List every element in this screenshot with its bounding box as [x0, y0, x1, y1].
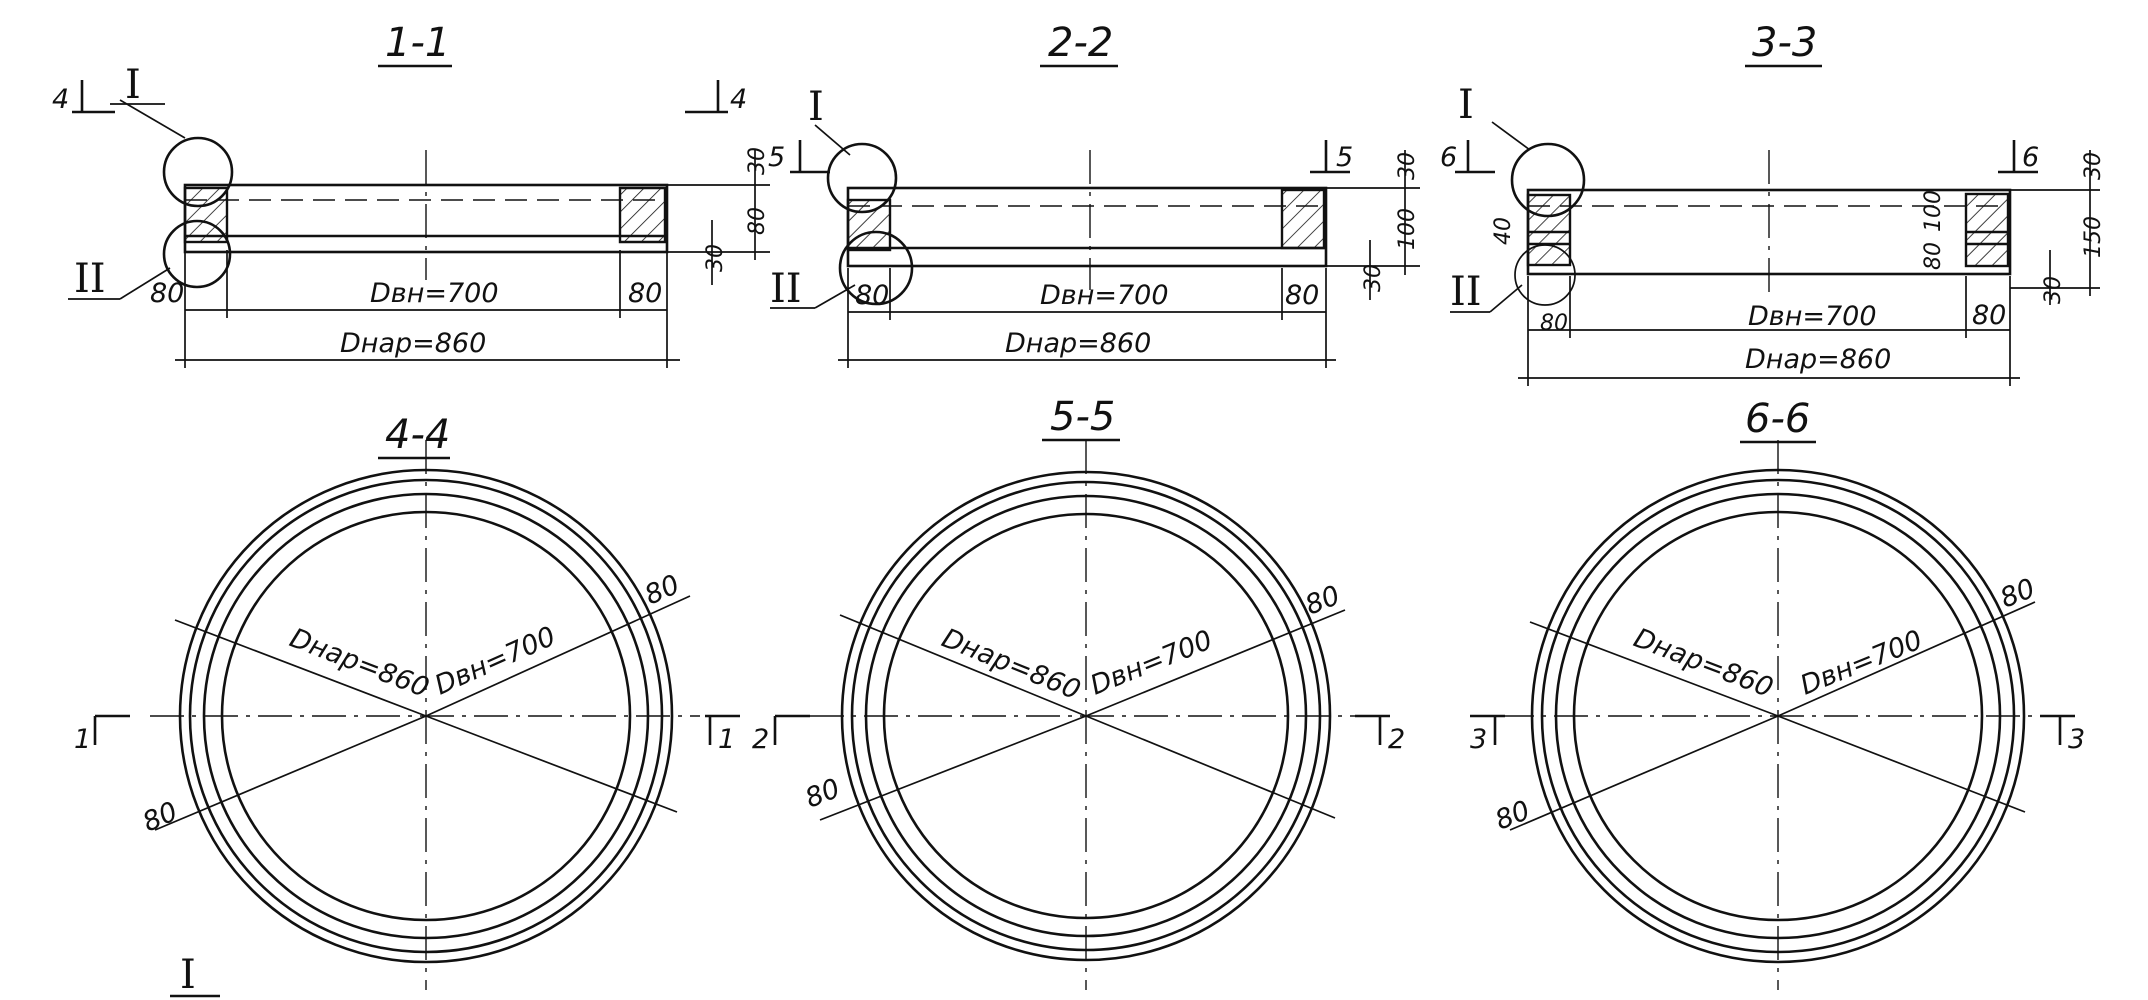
label-outer-diameter: Dнар=860	[1629, 623, 1777, 704]
dim-height-mid: 100	[1395, 208, 1420, 250]
dim-inner-diameter: Dвн=700	[370, 278, 499, 309]
callout-leader	[1489, 284, 1523, 313]
hatched-wall-right	[1964, 192, 2010, 268]
section-3-3: 3-3 I II 6 6 Dвн=700 Dнар=860 80 80	[1440, 20, 2106, 386]
callout-leader	[119, 99, 186, 139]
cut-label: 1	[718, 724, 735, 755]
dim-height-mid: 100	[1921, 190, 1946, 232]
cut-label: 3	[2068, 724, 2085, 755]
detail-circle-2	[1514, 244, 1576, 306]
cut-label: 1	[74, 724, 91, 755]
label-inner-diameter: Dвн=700	[1796, 625, 1927, 702]
diameter-line	[425, 595, 691, 717]
diameter-line	[839, 614, 1087, 717]
cut-mark-label: 5	[768, 142, 785, 173]
dim-height-bottom: 30	[2041, 276, 2066, 304]
dim-slot-height: 80	[1921, 242, 1946, 270]
plan-6-6: 6-6 Dнар=860 Dвн=700 80 80 3 3	[1470, 396, 2085, 990]
diameter-line	[1777, 601, 2036, 717]
label-wall-width: 80	[1996, 573, 2039, 615]
diameter-line	[1529, 621, 1779, 717]
detail-label: I	[180, 952, 196, 998]
callout-label: I	[808, 84, 824, 130]
dim-wall-right: 80	[1285, 280, 1319, 311]
hatched-wall-left	[846, 198, 892, 252]
diameter-line	[174, 619, 427, 717]
label-wall-width: 80	[801, 773, 844, 815]
dim-wall-left: 80	[150, 278, 184, 309]
callout-leader	[814, 124, 851, 156]
diameter-line	[1777, 715, 2026, 813]
dim-height-top: 30	[1395, 152, 1420, 180]
label-outer-diameter: Dнар=860	[285, 623, 433, 704]
plan-4-4: 4-4 Dнар=860 Dвн=700 80 80 1 1	[74, 412, 740, 990]
dim-wall-right: 80	[628, 278, 662, 309]
hatched-wall-left	[1526, 193, 1572, 267]
label-wall-width: 80	[138, 796, 182, 838]
callout-leader	[1491, 121, 1531, 151]
dim-wall-right: 80	[1972, 300, 2006, 331]
plan-title: 5-5	[1050, 394, 1115, 440]
cut-mark-label: 4	[730, 84, 747, 115]
cut-mark-label: 6	[1440, 142, 1457, 173]
label-inner-diameter: Dвн=700	[430, 621, 560, 702]
dim-inner-diameter: Dвн=700	[1748, 301, 1877, 332]
ring-body	[846, 186, 1328, 268]
dim-slot: 40	[1491, 217, 1516, 245]
plan-title: 4-4	[385, 412, 450, 458]
section-title: 1-1	[385, 20, 450, 66]
dim-outer-diameter: Dнар=860	[1745, 344, 1891, 375]
cut-label: 2	[752, 724, 769, 755]
dim-outer-diameter: Dнар=860	[340, 328, 486, 359]
dim-height-top: 30	[2081, 152, 2106, 180]
diameter-line	[154, 715, 427, 831]
section-title: 2-2	[1048, 20, 1113, 66]
section-1-1: 1-1 I II 4 4 Dвн=700 Dнар=860 80	[52, 20, 770, 368]
cut-mark-label: 4	[52, 84, 69, 115]
callout-label: II	[770, 266, 802, 312]
callout-label: I	[125, 62, 141, 108]
callout-leader	[119, 267, 171, 300]
detail-circle-1	[162, 136, 234, 208]
callout-leader	[814, 284, 856, 309]
dim-outer-diameter: Dнар=860	[1005, 328, 1151, 359]
dim-height-top: 30	[745, 147, 770, 175]
plan-5-5: 5-5 Dнар=860 Dвн=700 80 80 2 2	[752, 394, 1405, 990]
dim-inner-diameter: Dвн=700	[1040, 280, 1169, 311]
diameter-line	[819, 715, 1087, 821]
cut-label: 2	[1388, 724, 1405, 755]
detail-circle-2	[838, 230, 914, 306]
dim-height-bottom: 30	[703, 244, 728, 272]
diameter-line	[1085, 715, 1336, 819]
diameter-line	[1509, 715, 1779, 831]
diameter-line	[425, 715, 678, 813]
cut-label: 3	[1470, 724, 1487, 755]
hatched-wall-right	[1280, 188, 1326, 250]
dim-wall-left: 80	[1540, 311, 1568, 336]
section-2-2: 2-2 I II 5 5 Dвн=700 Dнар=860 80 80	[768, 20, 1420, 368]
detail-circle-1	[826, 142, 898, 214]
dim-height-mid: 80	[745, 207, 770, 235]
label-wall-width: 80	[1491, 795, 1534, 837]
diameter-line	[1085, 609, 1346, 717]
callout-label: II	[1450, 269, 1482, 315]
dim-height-bottom: 30	[1361, 264, 1386, 292]
plan-title: 6-6	[1745, 396, 1810, 442]
detail-circle-1	[1510, 142, 1586, 218]
section-title: 3-3	[1752, 20, 1817, 66]
callout-label: II	[74, 256, 106, 302]
detail-circle-2	[162, 219, 232, 289]
cut-mark-label: 6	[2022, 142, 2039, 173]
hatched-wall-right	[618, 186, 667, 244]
dim-height-total: 150	[2081, 216, 2106, 258]
cut-mark-label: 5	[1336, 142, 1353, 173]
dim-wall-left: 80	[855, 280, 889, 311]
callout-label: I	[1458, 82, 1474, 128]
